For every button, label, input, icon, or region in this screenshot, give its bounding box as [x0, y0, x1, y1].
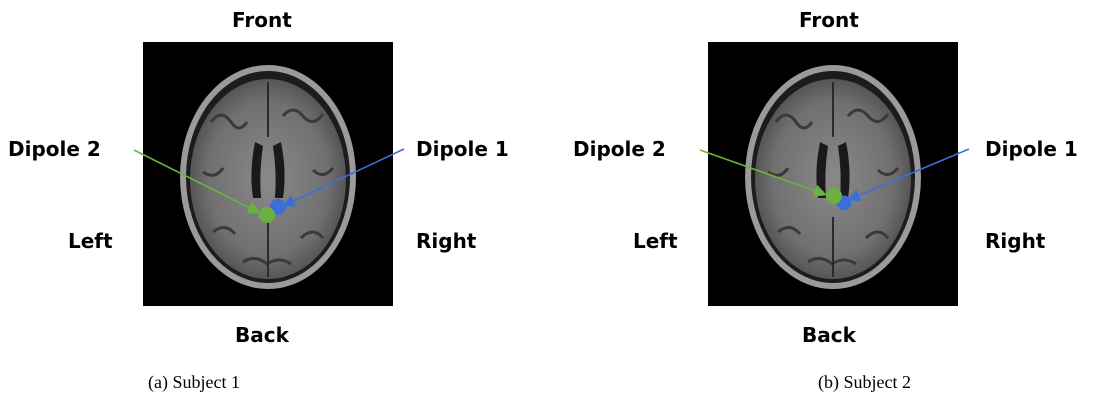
- label-front: Front: [232, 8, 292, 32]
- label-left: Left: [633, 229, 678, 253]
- mri-axial-slice: [708, 42, 958, 306]
- label-back: Back: [235, 323, 289, 347]
- label-dipole-1: Dipole 1: [416, 137, 509, 161]
- panel-subject-2: Front Dipole 2 Dipole 1 Left Right Back …: [548, 0, 1095, 401]
- label-dipole-1: Dipole 1: [985, 137, 1078, 161]
- label-dipole-2: Dipole 2: [573, 137, 666, 161]
- label-right: Right: [416, 229, 477, 253]
- caption: (b) Subject 2: [818, 372, 911, 392]
- label-dipole-2: Dipole 2: [8, 137, 101, 161]
- label-left: Left: [68, 229, 113, 253]
- panel-subject-1: Front Dipole 2 Dipole 1 Left Right Back …: [0, 0, 547, 401]
- caption: (a) Subject 1: [148, 372, 240, 392]
- label-front: Front: [799, 8, 859, 32]
- mri-axial-slice: [143, 42, 393, 306]
- label-back: Back: [802, 323, 856, 347]
- label-right: Right: [985, 229, 1046, 253]
